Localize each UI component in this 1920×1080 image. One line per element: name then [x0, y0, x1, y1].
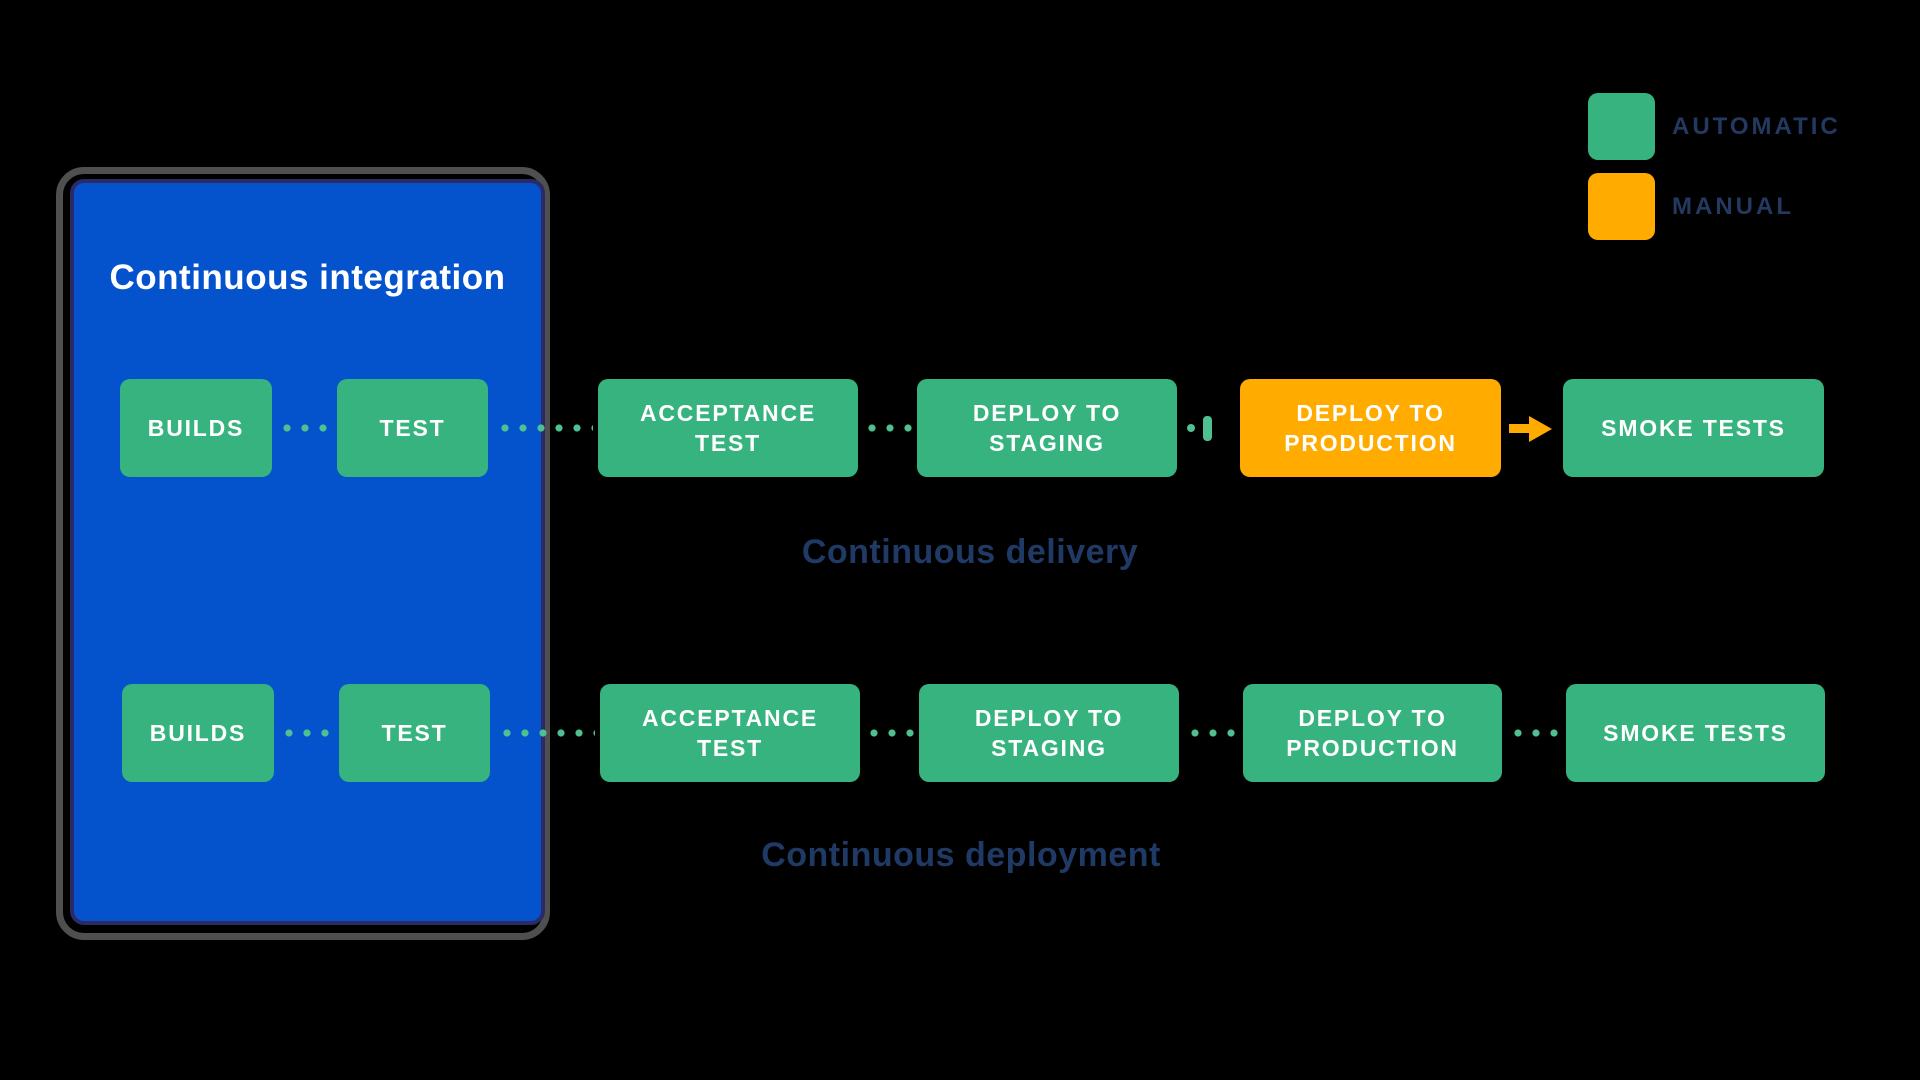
legend-automatic-label: AUTOMATIC [1672, 113, 1841, 140]
connector-acceptance-staging-deployment [865, 729, 915, 737]
connector-builds-test-delivery [278, 424, 332, 432]
connector-builds-test-deployment [280, 729, 334, 737]
manual-gate-dot-icon [1187, 424, 1195, 432]
connector-test-acceptance-deployment [498, 729, 595, 737]
stage-builds-deployment: BUILDS [122, 684, 274, 782]
connector-acceptance-staging-delivery [863, 424, 913, 432]
connector-production-smoke-deployment [1509, 729, 1561, 737]
legend-manual-swatch [1588, 173, 1655, 240]
manual-arrow-shaft-icon [1509, 424, 1531, 433]
manual-arrow-head-icon [1529, 416, 1552, 442]
stage-deploy-staging-delivery: DEPLOY TO STAGING [917, 379, 1177, 477]
stage-deploy-production-delivery: DEPLOY TO PRODUCTION [1240, 379, 1501, 477]
legend-automatic-swatch [1588, 93, 1655, 160]
connector-staging-production-deployment [1186, 729, 1238, 737]
connector-test-acceptance-delivery [496, 424, 593, 432]
stage-smoke-tests-delivery: SMOKE TESTS [1563, 379, 1824, 477]
ci-container-title: Continuous integration [109, 258, 506, 297]
stage-builds-delivery: BUILDS [120, 379, 272, 477]
caption-continuous-deployment: Continuous deployment [761, 836, 1161, 874]
stage-acceptance-test-delivery: ACCEPTANCE TEST [598, 379, 858, 477]
stage-acceptance-test-deployment: ACCEPTANCE TEST [600, 684, 860, 782]
caption-continuous-delivery: Continuous delivery [801, 533, 1139, 571]
stage-deploy-production-deployment: DEPLOY TO PRODUCTION [1243, 684, 1502, 782]
ci-container [70, 179, 545, 925]
ci-container-outline [56, 167, 550, 940]
stage-smoke-tests-deployment: SMOKE TESTS [1566, 684, 1825, 782]
stage-test-delivery: TEST [337, 379, 488, 477]
legend-manual-label: MANUAL [1672, 193, 1794, 220]
stage-deploy-staging-deployment: DEPLOY TO STAGING [919, 684, 1179, 782]
manual-gate-bar-icon [1203, 416, 1212, 441]
stage-test-deployment: TEST [339, 684, 490, 782]
